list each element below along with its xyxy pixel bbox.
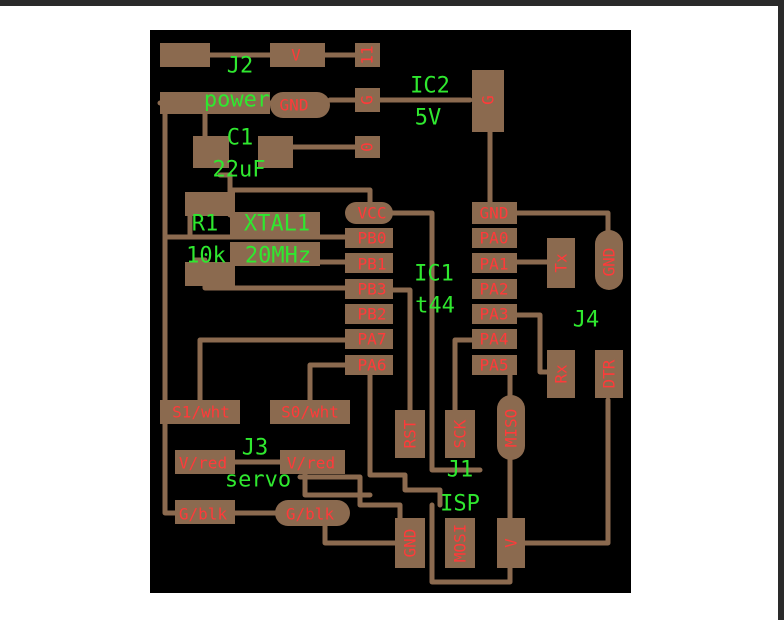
pad-label-pb3: PB3 (358, 280, 387, 299)
ic1-name: IC1 (414, 262, 454, 287)
pad-label-miso: MISO (502, 409, 521, 448)
c1-value: 22uF (213, 158, 266, 183)
pad-label-pb0: PB0 (358, 229, 387, 248)
component-labels: J2 power IC2 5V C1 22uF R1 XTAL1 10k 20M… (186, 54, 599, 517)
pad-label-pa0: PA0 (480, 229, 509, 248)
pad-label-mosi: MOSI (451, 524, 470, 563)
j2-name: J2 (227, 54, 254, 79)
pad-label-vcc: VCC (358, 204, 387, 223)
xtal1-name: XTAL1 (244, 212, 310, 237)
pad-label-ic2-0: 0 (358, 142, 377, 152)
xtal1-value: 20MHz (245, 244, 311, 269)
pad-label-isp-gnd: GND (401, 529, 420, 558)
pad-label-g-blk-left: G/blk (179, 505, 228, 524)
pad-label-tx: Tx (552, 253, 571, 273)
j2-value: power (204, 88, 270, 113)
window-top-border (0, 0, 784, 6)
pad-label-rst: RST (401, 419, 420, 448)
ic2-name: IC2 (410, 74, 450, 99)
pads (160, 43, 623, 568)
j3-value: servo (225, 468, 291, 493)
pad-label-v-red-left: V/red (179, 454, 227, 473)
pad-label-pb2: PB2 (358, 305, 387, 324)
pad-label-pa2: PA2 (480, 280, 509, 299)
pad-labels: V 11 GND G G 0 VCC PB0 PB1 PB3 PB2 PA7 P… (172, 45, 618, 562)
pad-label-pa1: PA1 (480, 255, 509, 274)
pad-label-pa6: PA6 (358, 356, 387, 375)
pad-label-g-blk-right: G/blk (286, 505, 335, 524)
r1-name: R1 (192, 212, 219, 237)
pad-label-v-red-right: V/red (287, 454, 335, 473)
pad-label-pb1: PB1 (358, 255, 387, 274)
pad-label-ic2-g-right: G (479, 95, 498, 105)
j1-name: J1 (447, 458, 474, 483)
pad-label-j2-11: 11 (358, 45, 377, 64)
pad-label-j2-gnd: GND (280, 96, 309, 115)
pad-label-sck: SCK (451, 419, 470, 448)
pad-label-s1: S1/wht (172, 403, 230, 422)
j3-name: J3 (242, 436, 269, 461)
ic2-value: 5V (415, 106, 442, 131)
c1-name: C1 (227, 126, 254, 151)
pad-label-pa3: PA3 (480, 305, 509, 324)
j4-name: J4 (573, 308, 600, 333)
pad-label-pa7: PA7 (358, 330, 387, 349)
pad-label-j4-gnd: GND (600, 248, 619, 277)
ic1-value: t44 (415, 294, 455, 319)
j1-value: ISP (440, 492, 480, 517)
pad-label-pa5: PA5 (480, 356, 509, 375)
pad-label-ic2-g-left: G (358, 95, 377, 105)
pad-label-pa4: PA4 (480, 330, 509, 349)
window-right-border (778, 0, 784, 620)
pad-label-rx: Rx (552, 364, 571, 384)
pad-label-s0: S0/wht (281, 403, 339, 422)
r1-value: 10k (186, 244, 226, 269)
pad-label-j2-v: V (291, 46, 301, 65)
pad-label-dtr: DTR (600, 359, 619, 388)
pad-label-gnd: GND (480, 204, 509, 223)
pad-label-isp-v: V (502, 538, 521, 548)
